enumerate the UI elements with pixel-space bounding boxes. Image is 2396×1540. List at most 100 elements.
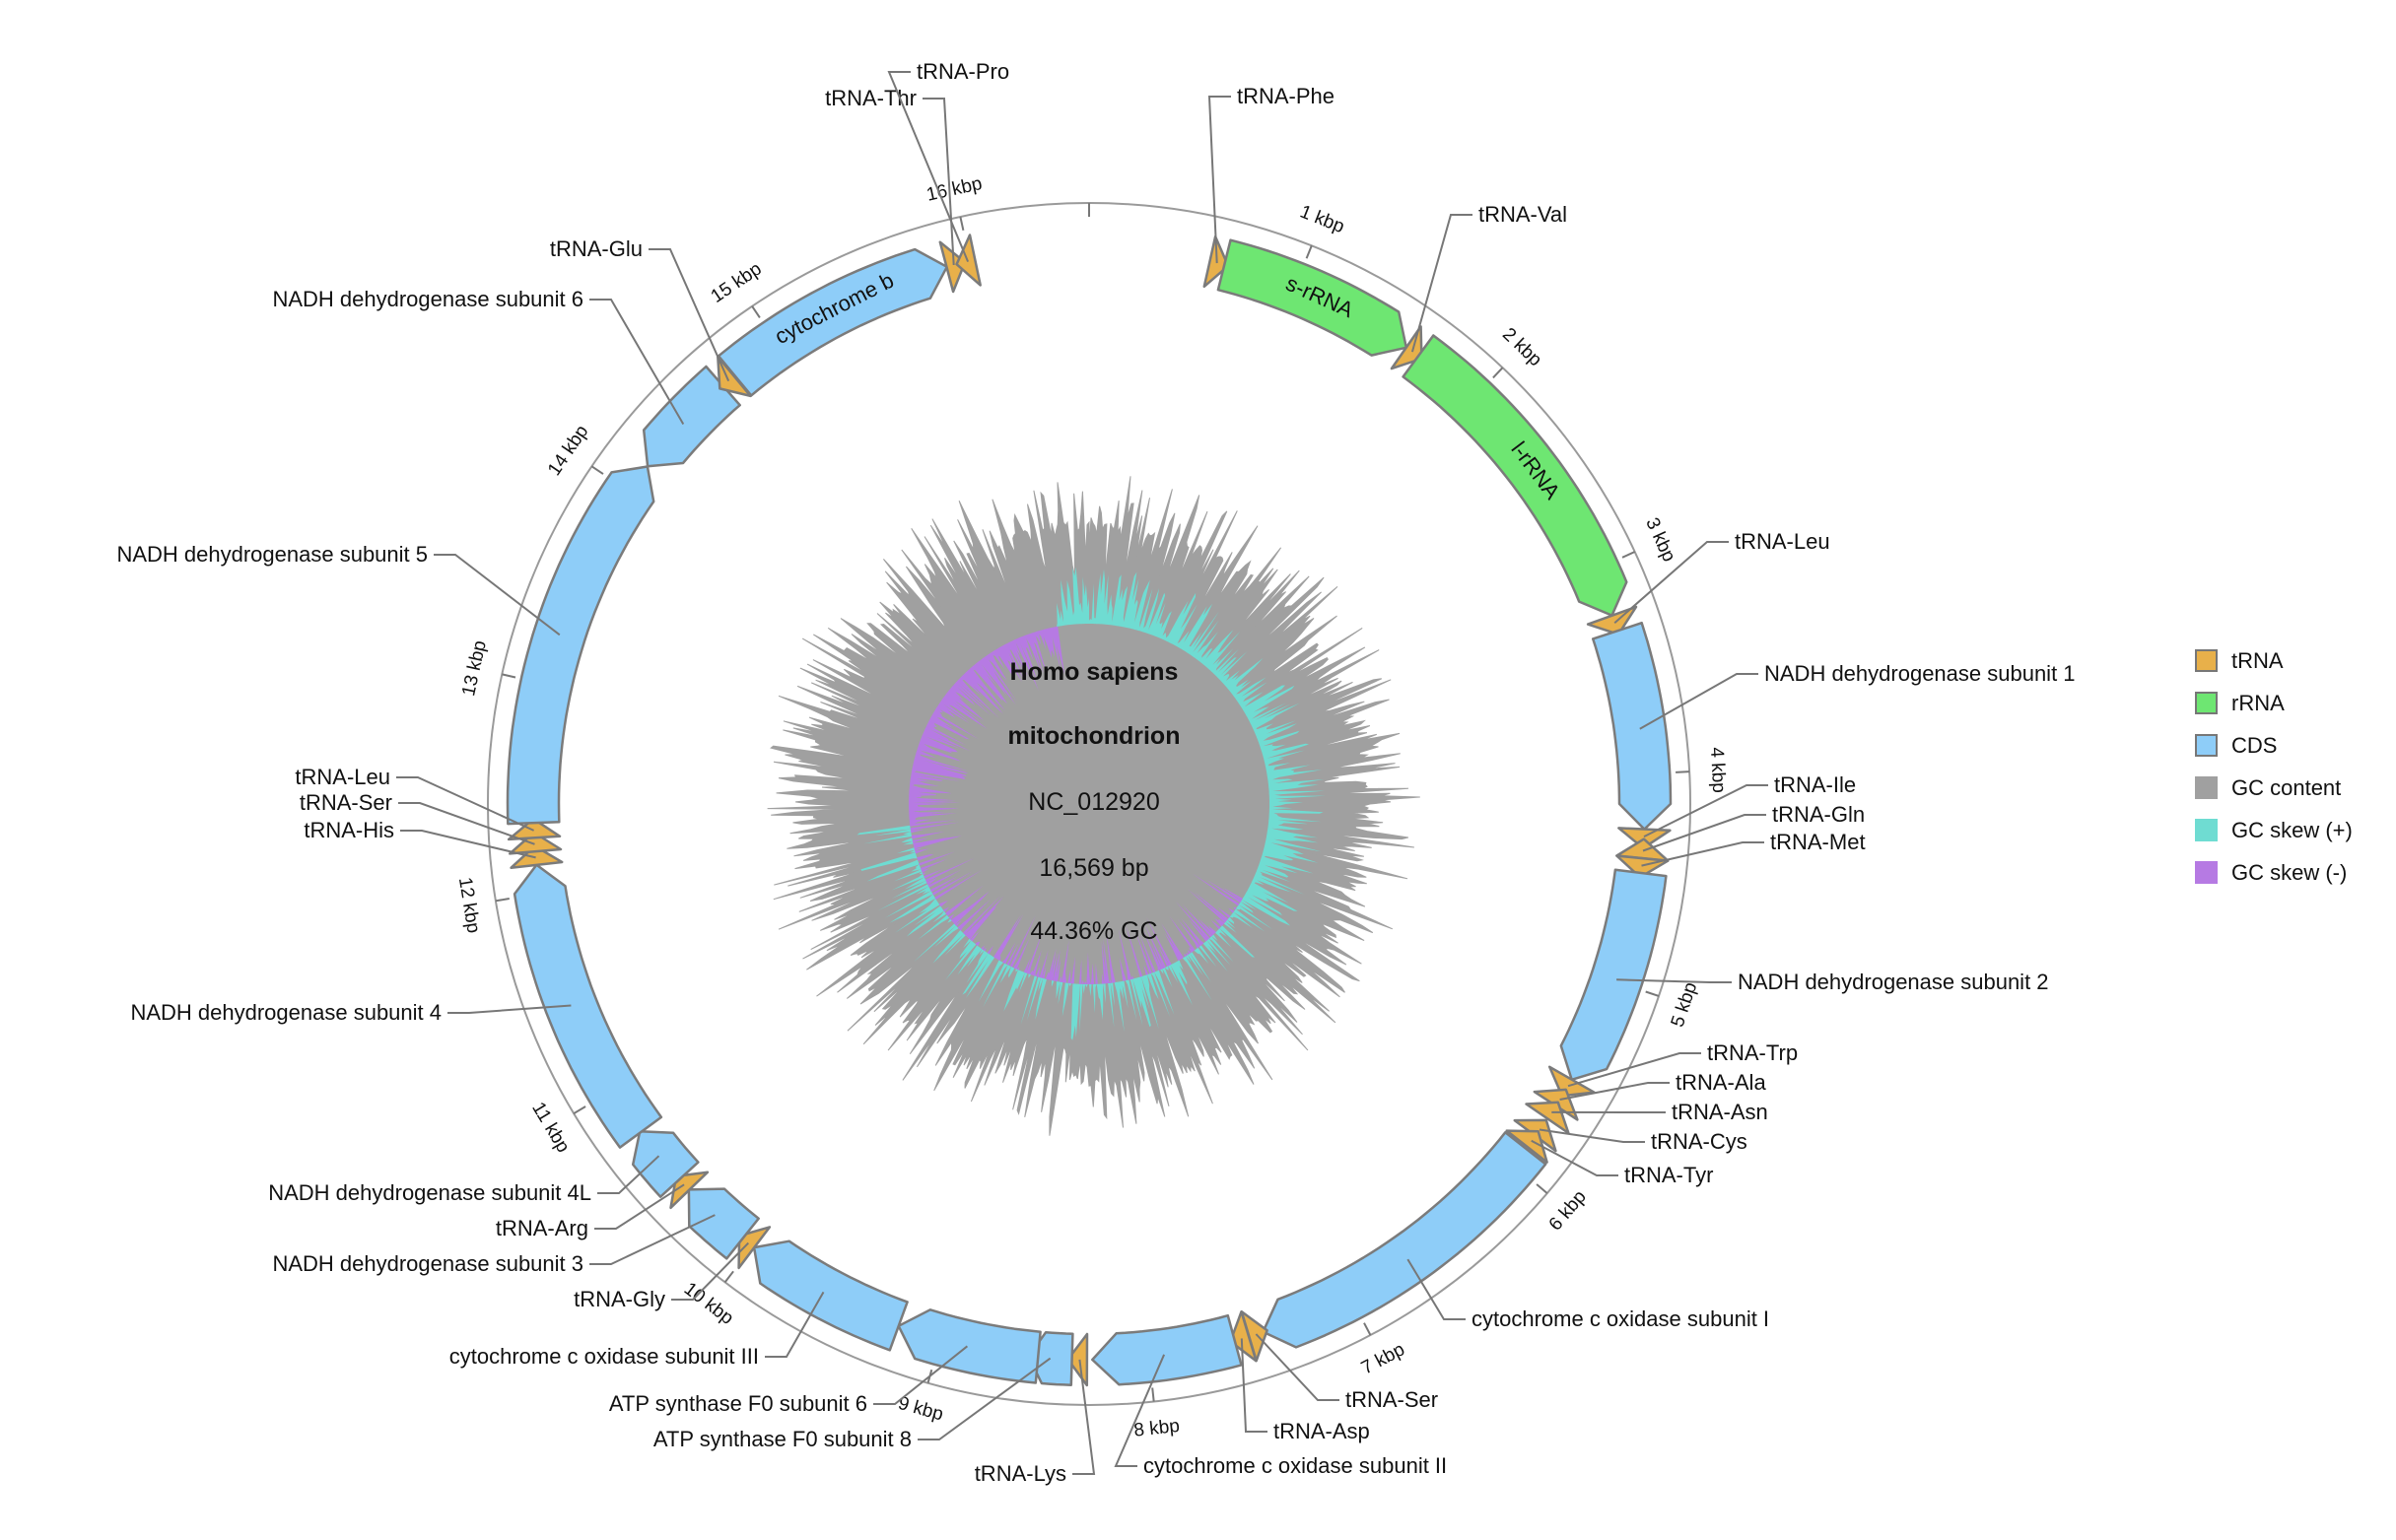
tick-label: 3 kbp xyxy=(1641,514,1679,565)
feature-label: NADH dehydrogenase subunit 4 xyxy=(130,1000,442,1025)
gc-percent: 44.36% GC xyxy=(1030,917,1158,945)
cds-feature xyxy=(687,1187,760,1260)
feature-label: NADH dehydrogenase subunit 5 xyxy=(116,542,428,567)
leader-line xyxy=(887,71,970,262)
feature-label: cytochrome c oxidase subunit III xyxy=(449,1344,759,1369)
gc-content-track xyxy=(767,476,1420,1136)
legend-item-rrna: rRNA xyxy=(2195,682,2353,724)
feature-label: tRNA-Met xyxy=(1770,830,1866,854)
legend-item-gc-skew-pos: GC skew (+) xyxy=(2195,809,2353,851)
tick-label: 8 kbp xyxy=(1132,1416,1180,1441)
trna-swatch xyxy=(2195,649,2218,672)
feature-label: tRNA-Phe xyxy=(1237,84,1335,108)
feature-label: NADH dehydrogenase subunit 3 xyxy=(272,1251,583,1276)
legend-item-gc-skew-neg: GC skew (-) xyxy=(2195,851,2353,894)
tick-label: 15 kbp xyxy=(708,259,766,307)
accession-number: NC_012920 xyxy=(1028,788,1160,816)
feature-label: NADH dehydrogenase subunit 1 xyxy=(1764,661,2076,686)
feature-label: tRNA-His xyxy=(304,818,394,842)
tick-mark xyxy=(1621,551,1636,559)
leader-line xyxy=(1255,1333,1339,1401)
feature-label: tRNA-Asp xyxy=(1273,1419,1370,1443)
tick-label: 11 kbp xyxy=(527,1099,574,1157)
tick-mark xyxy=(751,305,761,318)
leader-line xyxy=(918,1357,1052,1440)
tick-mark xyxy=(1492,367,1504,379)
rrna-feature xyxy=(1216,238,1408,357)
trna-feature xyxy=(1066,1332,1089,1387)
feature-label: ATP synthase F0 subunit 8 xyxy=(653,1427,912,1451)
leader-line xyxy=(1613,541,1729,624)
feature-label: tRNA-Ser xyxy=(300,790,392,815)
tick-mark xyxy=(1305,244,1313,259)
trna-feature xyxy=(508,831,563,855)
leader-line xyxy=(649,248,730,382)
legend-label: rRNA xyxy=(2231,690,2285,715)
leader-line xyxy=(923,98,955,266)
tick-label: 12 kbp xyxy=(454,876,484,935)
leader-line xyxy=(1643,784,1768,837)
leader-line xyxy=(396,776,535,832)
feature-label: tRNA-Gly xyxy=(574,1287,665,1311)
feature-label: tRNA-Thr xyxy=(825,86,917,110)
legend-label: GC content xyxy=(2231,774,2342,800)
feature-label: tRNA-Cys xyxy=(1651,1129,1747,1154)
feature-label: NADH dehydrogenase subunit 6 xyxy=(272,287,583,311)
feature-label: tRNA-Tyr xyxy=(1624,1163,1713,1187)
genome-length: 16,569 bp xyxy=(1039,854,1149,882)
tick-mark xyxy=(573,1105,586,1115)
feature-label: tRNA-Ser xyxy=(1345,1387,1438,1412)
gc-content-swatch xyxy=(2195,776,2218,799)
leader-line xyxy=(1072,1359,1096,1475)
legend-label: CDS xyxy=(2231,732,2278,758)
legend-label: tRNA xyxy=(2231,647,2284,673)
leader-line xyxy=(1207,96,1231,264)
leader-line xyxy=(589,1214,716,1265)
tick-label: 13 kbp xyxy=(458,638,491,698)
leader-line xyxy=(447,1004,572,1014)
trna-feature xyxy=(1390,325,1423,370)
tick-mark xyxy=(1363,1322,1372,1336)
feature-label: tRNA-Glu xyxy=(550,236,643,261)
leader-line xyxy=(434,554,561,636)
cds-feature xyxy=(1262,1131,1547,1349)
leader-line xyxy=(1616,978,1732,983)
leader-line xyxy=(1641,841,1764,867)
feature-label: ATP synthase F0 subunit 6 xyxy=(609,1391,867,1416)
rrna-swatch xyxy=(2195,692,2218,714)
leader-line xyxy=(1114,1354,1166,1467)
tick-mark xyxy=(1676,770,1690,773)
tick-mark xyxy=(1645,990,1660,997)
cds-feature xyxy=(1591,621,1673,831)
feature-label: tRNA-Asn xyxy=(1672,1100,1768,1124)
feature-label: cytochrome c oxidase subunit I xyxy=(1472,1306,1769,1331)
leader-line xyxy=(765,1291,825,1358)
feature-label: tRNA-Leu xyxy=(295,765,390,789)
leader-line xyxy=(1406,1258,1466,1320)
leader-line xyxy=(1410,214,1472,353)
tick-mark xyxy=(502,673,516,679)
tick-mark xyxy=(959,216,965,232)
feature-label: tRNA-Val xyxy=(1478,202,1567,227)
leader-line xyxy=(594,1183,685,1230)
tick-label: 4 kbp xyxy=(1706,747,1729,794)
feature-label: NADH dehydrogenase subunit 4L xyxy=(268,1180,591,1205)
cds-feature xyxy=(717,247,949,397)
trna-feature xyxy=(510,844,564,869)
feature-label: NADH dehydrogenase subunit 2 xyxy=(1738,970,2049,994)
tick-label: 1 kbp xyxy=(1297,202,1347,238)
legend-label: GC skew (-) xyxy=(2231,859,2348,885)
trna-feature xyxy=(1615,854,1670,879)
tick-mark xyxy=(723,1270,734,1284)
cds-feature xyxy=(1559,868,1668,1082)
leader-line xyxy=(1531,1139,1618,1176)
feature-label: tRNA-Leu xyxy=(1735,529,1830,554)
leader-line xyxy=(1240,1338,1267,1433)
leader-line xyxy=(1642,814,1766,852)
leader-line xyxy=(1539,1128,1645,1143)
cds-feature xyxy=(506,465,655,826)
legend: tRNA rRNA CDS GC content GC skew (+) GC … xyxy=(2195,639,2353,894)
